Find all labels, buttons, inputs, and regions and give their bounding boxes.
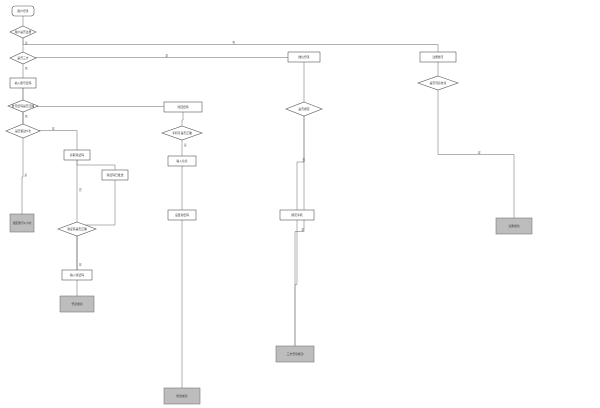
flow-node-label: 验证码已发送 xyxy=(107,173,124,177)
flow-node-p_reset_pwd: 找回密码 xyxy=(163,101,203,113)
flow-node-label: 注册成功 xyxy=(508,224,519,228)
flow-node-label: 用户是否注册 xyxy=(15,30,32,34)
flow-node-label: 设置新密码 xyxy=(175,213,189,217)
flow-edge-label: 是 xyxy=(184,143,187,147)
flow-node-p_wechat: 微信登录 xyxy=(287,51,321,63)
flow-node-p_input_info: 输入信息 xyxy=(167,155,197,167)
end-shape xyxy=(163,387,201,405)
flow-node-label: 修改成功 xyxy=(176,394,187,398)
flow-edge xyxy=(22,57,305,58)
terminal-shape xyxy=(11,5,35,17)
decision-shape xyxy=(9,25,37,39)
flow-node-label: 输入验证码 xyxy=(70,273,84,277)
flow-edge xyxy=(437,83,515,226)
flow-node-label: 是否超过5次 xyxy=(15,129,31,133)
flow-edge-label: 是 xyxy=(302,228,305,232)
flow-node-p_code_sent: 验证码已发送 xyxy=(101,169,129,181)
process-shape xyxy=(61,269,93,281)
process-shape xyxy=(163,101,203,113)
flow-node-label: 锁定账号1小时 xyxy=(13,221,32,225)
flow-node-label: 验证码是否正确 xyxy=(67,227,87,231)
flow-node-d_phone_ok: 手机号是否正确 xyxy=(161,125,203,141)
flow-edge-label: 是 xyxy=(166,54,169,58)
end-shape xyxy=(9,213,35,233)
flow-node-end_login_ok: 登录成功 xyxy=(59,295,95,313)
process-shape xyxy=(419,51,457,63)
flow-node-label: 三方登录成功 xyxy=(287,352,304,356)
flow-node-d_attempts: 是否超过5次 xyxy=(5,123,41,139)
decision-shape xyxy=(57,221,97,237)
flow-edge-label: 否 xyxy=(303,158,306,162)
flow-node-p_bind_phone: 绑定手机 xyxy=(279,209,315,221)
flow-edge-label: 是 xyxy=(52,127,55,131)
process-shape xyxy=(101,169,129,181)
flow-node-end_reset_ok: 修改成功 xyxy=(163,387,201,405)
decision-shape xyxy=(7,99,39,113)
process-shape xyxy=(167,155,197,167)
flow-node-label: 输入账号密码 xyxy=(15,81,32,85)
flow-node-label: 输入信息 xyxy=(176,159,187,163)
flow-node-label: 是否绑定 xyxy=(298,107,309,111)
flow-node-label: 登录成功 xyxy=(71,302,82,306)
flow-node-d_code_ok: 验证码是否正确 xyxy=(57,221,97,237)
flow-node-start: 用户登录 xyxy=(11,5,35,17)
flow-node-label: 手机号是否正确 xyxy=(172,131,192,135)
decision-shape xyxy=(285,101,323,117)
flow-edge xyxy=(294,215,298,354)
flow-node-end_register_ok: 注册成功 xyxy=(495,217,533,235)
flow-node-p_input_code: 输入验证码 xyxy=(61,269,93,281)
process-shape xyxy=(279,209,315,221)
flow-node-label: 获取验证码 xyxy=(70,153,84,157)
flow-edge-label: 否 xyxy=(25,115,28,119)
flow-node-end_third_ok: 三方登录成功 xyxy=(275,345,315,363)
flow-node-d_account_ok: 账号密码是否正确 xyxy=(7,99,39,113)
process-shape xyxy=(167,209,197,221)
flow-node-d_thirdparty: 是否三方 xyxy=(9,51,37,65)
flow-node-label: 账号密码是否正确 xyxy=(12,104,35,108)
flow-edge-label: 是 xyxy=(25,173,28,177)
flow-node-label: 用户登录 xyxy=(17,9,28,13)
flow-node-label: 绑定手机 xyxy=(291,213,302,217)
process-shape xyxy=(63,149,91,161)
flowchart-nodes: 用户登录用户是否注册是否三方输入账号密码账号密码是否正确是否超过5次锁定账号1小… xyxy=(5,5,533,405)
flow-node-p_get_code: 获取验证码 xyxy=(63,149,91,161)
decision-shape xyxy=(417,75,459,91)
flow-node-label: 是否同意协议 xyxy=(430,81,447,85)
flow-edge xyxy=(294,109,305,354)
flow-edge-label: 否 xyxy=(25,67,28,71)
flow-node-p_new_pwd: 设置新密码 xyxy=(167,209,197,221)
flow-edge-label: 是 xyxy=(79,263,82,267)
flow-node-d_register: 用户是否注册 xyxy=(9,25,37,39)
flow-node-p_input_account: 输入账号密码 xyxy=(9,77,37,89)
flow-node-end_locked: 锁定账号1小时 xyxy=(9,213,35,233)
flow-edge xyxy=(22,32,439,57)
flow-edge-label: 是 xyxy=(25,41,28,45)
flow-node-d_bind: 是否绑定 xyxy=(285,101,323,117)
flow-edge-label: 是 xyxy=(478,151,481,155)
end-shape xyxy=(59,295,95,313)
flow-node-label: 找回密码 xyxy=(177,105,188,109)
flowchart-edges: 是否否是否是是否是否是是否是 xyxy=(21,11,515,396)
flow-edge xyxy=(22,106,184,107)
flow-node-label: 是否三方 xyxy=(17,56,28,60)
flow-node-p_register: 注册账号 xyxy=(419,51,457,63)
flow-node-label: 注册账号 xyxy=(432,55,443,59)
flow-node-d_agree: 是否同意协议 xyxy=(417,75,459,91)
process-shape xyxy=(9,77,37,89)
end-shape xyxy=(495,217,533,235)
flow-edge xyxy=(296,109,305,215)
process-shape xyxy=(287,51,321,63)
flow-node-label: 微信登录 xyxy=(298,55,309,59)
decision-shape xyxy=(9,51,37,65)
end-shape xyxy=(275,345,315,363)
flow-edge-label: 否 xyxy=(79,188,82,192)
decision-shape xyxy=(161,125,203,141)
flow-edge-label: 否 xyxy=(233,41,236,45)
flow-edge xyxy=(21,131,24,223)
decision-shape xyxy=(5,123,41,139)
